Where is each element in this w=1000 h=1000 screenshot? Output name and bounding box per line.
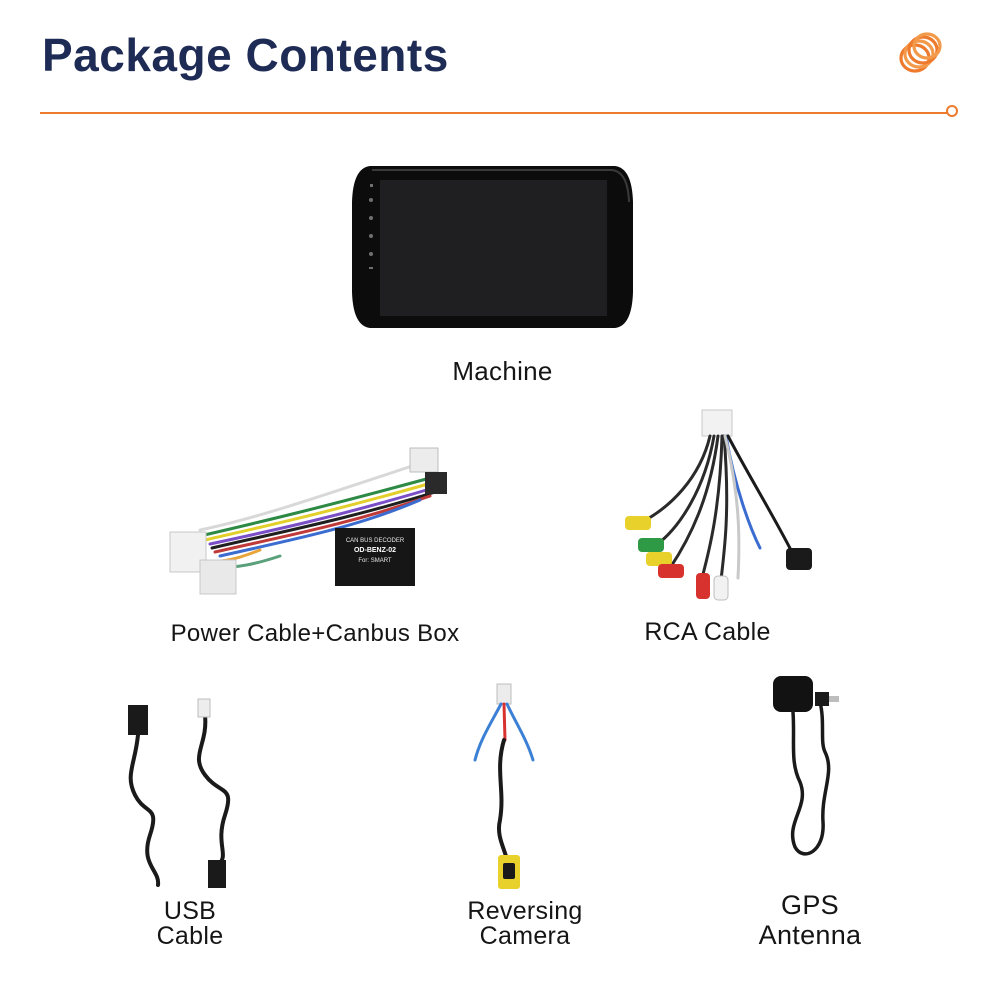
reversing-camera-label-line2: Camera — [479, 922, 571, 950]
gps-antenna-label-line1: GPS — [781, 890, 839, 920]
usb-cable-label-line1: USB — [163, 897, 217, 925]
header-divider — [40, 112, 948, 114]
canbus-box-line1: CAN BUS DECODER — [346, 538, 405, 544]
machine-label: Machine — [452, 356, 553, 386]
power-cable-label: Power Cable+Canbus Box — [170, 620, 460, 647]
power-cable-canbus-image: CAN BUS DECODER OD-BENZ-02 For: SMART — [169, 447, 447, 595]
usb-cable-image — [128, 698, 231, 888]
orange-coil-logo-icon — [899, 32, 942, 73]
rca-cable-label: RCA Cable — [644, 618, 771, 646]
canbus-box-line3: For: SMART — [358, 558, 392, 564]
reversing-camera-label-line1: Reversing — [467, 897, 583, 925]
rca-cable-image — [625, 409, 812, 601]
page-title: Package Contents — [42, 29, 449, 81]
machine-head-unit-image — [352, 166, 633, 328]
usb-cable-label-line2: Cable — [156, 922, 224, 950]
reversing-camera-image — [473, 683, 535, 889]
gps-antenna-label-line2: Antenna — [758, 920, 862, 950]
gps-antenna-image — [773, 676, 839, 856]
divider-end-circle — [946, 105, 958, 117]
canbus-box-line2: OD-BENZ-02 — [354, 547, 396, 554]
